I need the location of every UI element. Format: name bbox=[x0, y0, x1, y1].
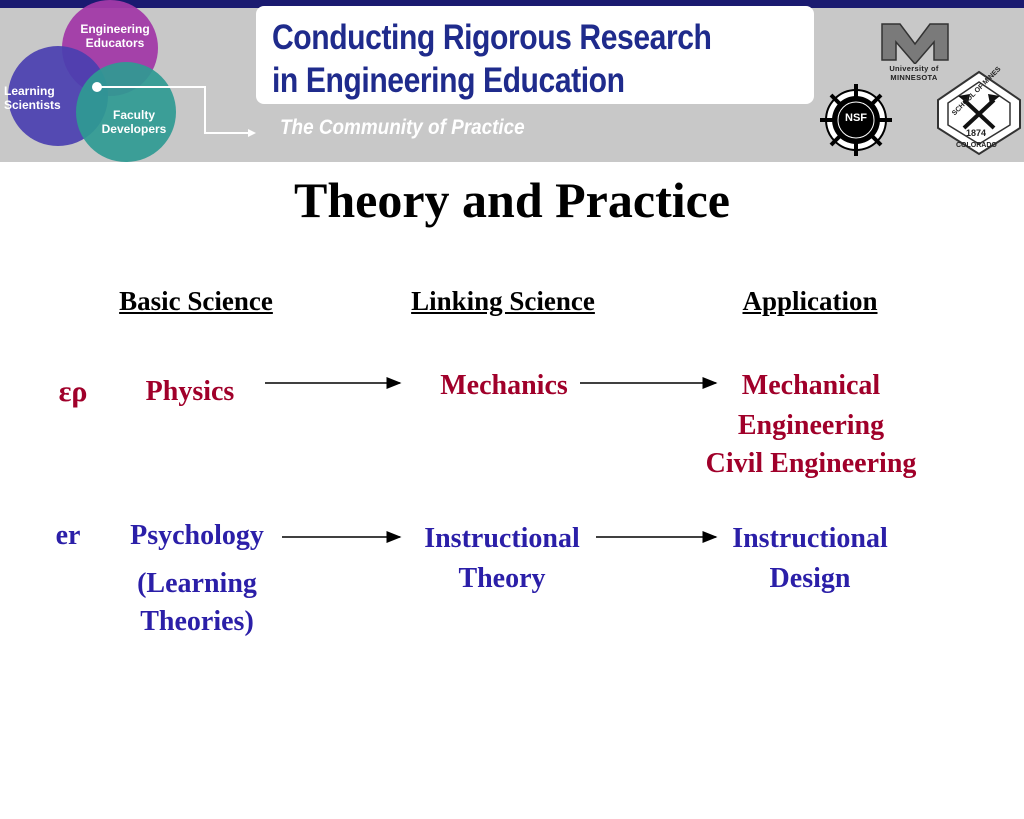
row2-symbol: er bbox=[55, 520, 81, 551]
venn-connector-arrowhead bbox=[248, 129, 256, 137]
civil-engineering-label: Civil Engineering bbox=[705, 448, 917, 479]
nsf-logo bbox=[820, 84, 892, 156]
umn-line2: Minnesota bbox=[890, 73, 938, 82]
node-physics: Physics bbox=[145, 376, 235, 407]
banner-title: Conducting Rigorous Research in Engineer… bbox=[272, 16, 712, 102]
column-header-application: Application bbox=[742, 286, 878, 316]
engineering-educators-label: Engineering Educators bbox=[80, 22, 150, 50]
nsf-logo-text: NSF bbox=[845, 112, 867, 124]
top-bar bbox=[0, 0, 1024, 8]
column-header-basic-science: Basic Science bbox=[119, 286, 273, 316]
psychology-line1: Psychology bbox=[130, 520, 264, 551]
umn-logo-text: University of Minnesota bbox=[872, 64, 956, 82]
instructional-theory-line2: Theory bbox=[458, 563, 546, 594]
venn-connector-line bbox=[97, 86, 248, 134]
node-mechanics: Mechanics bbox=[440, 370, 568, 401]
mines-seal-logo bbox=[937, 70, 1021, 156]
umn-m-logo bbox=[881, 23, 949, 64]
mechanical-engineering-line2: Engineering bbox=[737, 410, 885, 441]
column-header-linking-science: Linking Science bbox=[411, 286, 595, 316]
instructional-design-line2: Design bbox=[769, 563, 851, 594]
banner-title-box bbox=[256, 6, 814, 104]
node-instructional-theory: Instructional Theory bbox=[404, 519, 600, 599]
node-mechanical-engineering: Mechanical Engineering Civil Engineering bbox=[680, 366, 942, 484]
instructional-design-line1: Instructional bbox=[732, 523, 888, 554]
instructional-theory-line1: Instructional bbox=[424, 523, 580, 554]
banner-title-line2: in Engineering Education bbox=[272, 61, 625, 100]
mechanical-engineering-line1: Mechanical bbox=[741, 370, 881, 401]
psychology-line3: Theories) bbox=[140, 606, 254, 637]
community-venn-diagram bbox=[8, 0, 256, 162]
banner-title-line1: Conducting Rigorous Research bbox=[272, 18, 712, 57]
slide-title: Theory and Practice bbox=[293, 172, 730, 228]
mines-seal-year: 1874 bbox=[966, 128, 987, 138]
node-instructional-design: Instructional Design bbox=[712, 519, 908, 599]
row1-symbol: ερ bbox=[58, 375, 88, 408]
node-psychology: Psychology (Learning Theories) bbox=[110, 516, 284, 642]
psychology-line2: (Learning bbox=[137, 568, 257, 599]
faculty-developers-label: Faculty Developers bbox=[101, 108, 167, 136]
learning-scientists-label: Learning Scientists bbox=[4, 84, 61, 112]
mines-seal-bottom-text: COLORADO bbox=[956, 142, 997, 149]
banner-subtitle: The Community of Practice bbox=[280, 116, 525, 139]
umn-line1: University of bbox=[889, 64, 939, 73]
